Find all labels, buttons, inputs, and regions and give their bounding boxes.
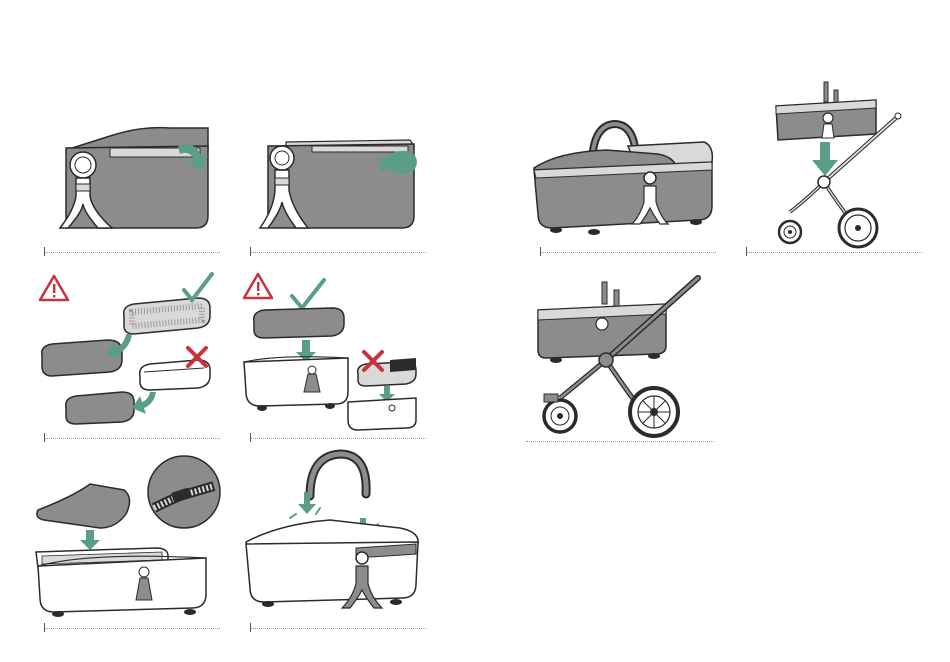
step-2-marker bbox=[250, 247, 251, 256]
step-7-marker bbox=[540, 247, 541, 256]
arrow-down-icon bbox=[132, 392, 156, 414]
step-8-illustration bbox=[772, 80, 906, 250]
step-6-divider bbox=[250, 628, 426, 629]
step-5-illustration bbox=[30, 456, 226, 622]
step-4-illustration bbox=[240, 270, 426, 432]
step-8-marker bbox=[746, 247, 747, 256]
step-3-marker bbox=[44, 433, 45, 442]
checkmark-icon bbox=[184, 274, 212, 300]
step-9-illustration bbox=[530, 272, 706, 440]
step-8-divider bbox=[746, 252, 922, 253]
step-2-illustration bbox=[246, 120, 426, 245]
step-5-divider bbox=[44, 628, 220, 629]
step-4-marker bbox=[250, 433, 251, 442]
step-3-divider bbox=[44, 438, 220, 439]
step-5-marker bbox=[44, 623, 45, 632]
step-3-illustration bbox=[38, 272, 224, 430]
arrow-down-icon bbox=[80, 530, 100, 550]
step-6-marker bbox=[250, 623, 251, 632]
step-1-illustration bbox=[40, 120, 220, 245]
step-7-divider bbox=[540, 252, 716, 253]
step-9-divider bbox=[526, 441, 714, 442]
step-2-divider bbox=[250, 252, 426, 253]
checkmark-icon bbox=[292, 280, 324, 308]
step-1-divider bbox=[44, 252, 220, 253]
step-7-illustration bbox=[528, 118, 718, 244]
step-1-marker bbox=[44, 247, 45, 256]
step-6-illustration bbox=[240, 448, 430, 624]
step-4-divider bbox=[250, 438, 426, 439]
